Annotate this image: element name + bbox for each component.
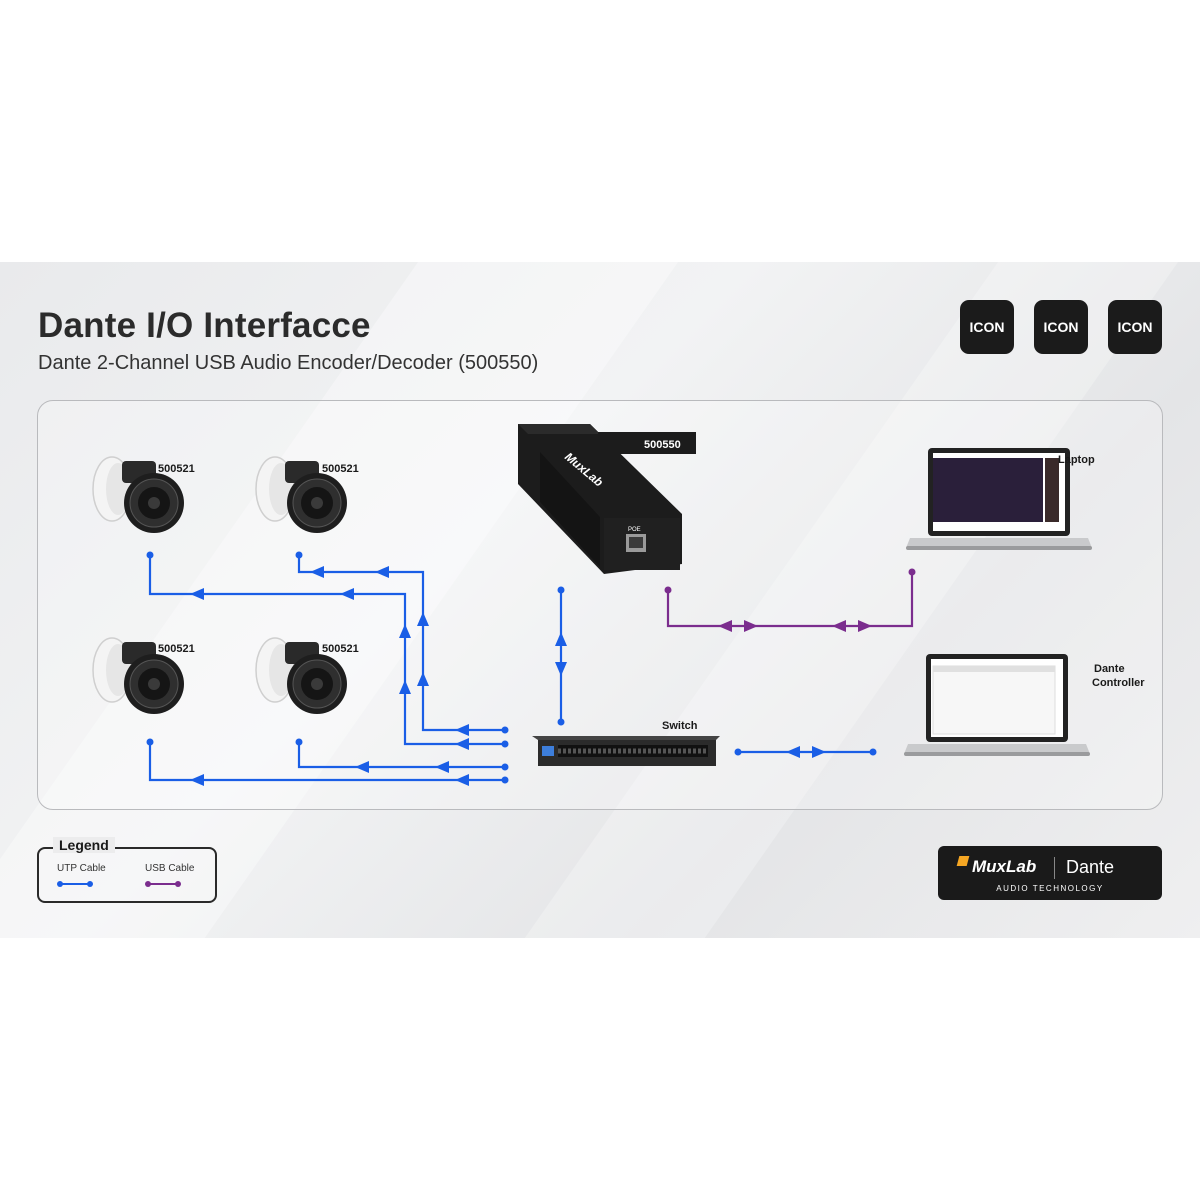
legend: Legend UTP Cable USB Cable — [37, 837, 217, 903]
speaker-2-model: 500521 — [322, 463, 359, 475]
speaker-4: 500521 — [255, 637, 359, 715]
encoder-device: MuxLab POE 500550 — [518, 424, 696, 574]
muxlab-logo: MuxLab — [972, 857, 1037, 876]
legend-swatch-utp — [57, 881, 93, 887]
icon-badge-1[interactable]: ICON — [960, 300, 1014, 354]
network-switch: Switch — [532, 720, 720, 766]
speaker-3: 500521 — [92, 637, 195, 715]
placeholder-icon: ICON — [1117, 319, 1153, 335]
legend-item-usb: USB Cable — [145, 863, 195, 874]
utp-arrows — [190, 566, 826, 786]
icon-badge-2[interactable]: ICON — [1034, 300, 1088, 354]
utp-endpoints — [146, 551, 877, 784]
icon-badge-3[interactable]: ICON — [1108, 300, 1162, 354]
laptop-label: Laptop — [1058, 454, 1095, 466]
usb-cable-encoder-laptop — [666, 572, 914, 628]
encoder-port-label: POE — [628, 527, 641, 533]
controller-label: Controller — [1092, 677, 1145, 689]
legend-swatch-usb — [145, 881, 181, 887]
dante-controller-laptop: Dante Controller — [904, 654, 1145, 756]
utp-cable-speaker-3 — [148, 742, 505, 782]
speaker-3-model: 500521 — [158, 643, 195, 655]
legend-title: Legend — [53, 837, 115, 853]
usb-cable — [666, 572, 914, 628]
page-subtitle: Dante 2-Channel USB Audio Encoder/Decode… — [38, 352, 539, 374]
encoder-model: 500550 — [644, 439, 681, 451]
speaker-1: 500521 — [92, 456, 195, 534]
laptop: Laptop — [906, 448, 1095, 550]
utp-cable-speaker-1 — [148, 555, 505, 746]
utp-cable-speaker-4 — [297, 742, 505, 769]
connection-diagram: 500521 500521 500521 500521 MuxLab POE 5… — [92, 424, 1145, 786]
speaker-4-model: 500521 — [322, 643, 359, 655]
placeholder-icon: ICON — [969, 319, 1005, 335]
brand-divider — [1054, 857, 1055, 879]
usb-arrows — [664, 568, 916, 632]
placeholder-icon: ICON — [1043, 319, 1079, 335]
switch-label: Switch — [662, 720, 698, 732]
brand-tagline: AUDIO TECHNOLOGY — [996, 884, 1104, 893]
speaker-2: 500521 — [255, 456, 359, 534]
controller-brand: Dante — [1094, 663, 1125, 675]
dante-logo: Dante — [1066, 857, 1115, 877]
muxlab-logo-icon — [956, 856, 970, 866]
page-title: Dante I/O Interfacce — [38, 306, 371, 345]
legend-item-utp: UTP Cable — [57, 863, 106, 874]
brand-logo-box: MuxLab Dante AUDIO TECHNOLOGY — [938, 846, 1162, 900]
diagram-panel: Dante I/O Interfacce Dante 2-Channel USB… — [0, 262, 1200, 938]
speaker-1-model: 500521 — [158, 463, 195, 475]
utp-cable-speaker-2 — [297, 555, 505, 732]
